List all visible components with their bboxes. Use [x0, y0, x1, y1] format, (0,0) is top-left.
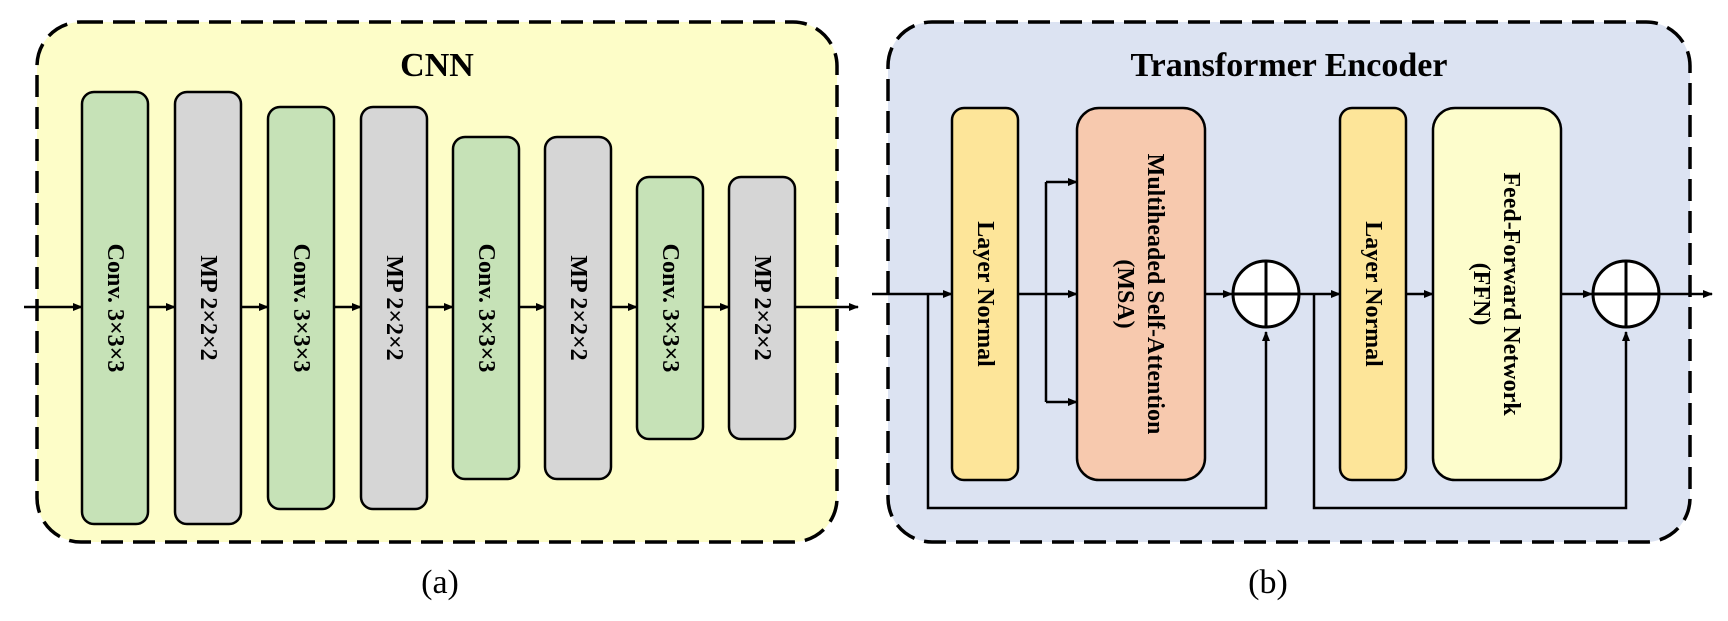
layer-norm-label: Layer Normal	[972, 221, 998, 367]
conv-block-label: Conv. 3×3×3	[102, 244, 128, 373]
msa-block: Multiheaded Self-Attention (MSA)	[1075, 106, 1207, 482]
cnn-title: CNN	[400, 47, 474, 84]
ffn-box	[1431, 106, 1563, 482]
cnn-block-5: Conv. 3×3×3	[451, 135, 521, 481]
mp-block-label: MP 2×2×2	[749, 255, 775, 360]
cnn-block-1: Conv. 3×3×3	[80, 90, 150, 526]
cnn-panel-frame	[35, 20, 839, 544]
mp-block-label: MP 2×2×2	[381, 255, 407, 360]
mp-block-label: MP 2×2×2	[565, 255, 591, 360]
cnn-block-4: MP 2×2×2	[359, 105, 429, 511]
cnn-panel: CNN Conv. 3×3×3 MP 2×2×2 Conv. 3×3×3 MP …	[24, 20, 859, 601]
cnn-block-2: MP 2×2×2	[173, 90, 243, 526]
transformer-caption: (b)	[1248, 564, 1288, 601]
mp-block-label: MP 2×2×2	[195, 255, 221, 360]
layer-norm-block-1: Layer Normal	[950, 106, 1020, 482]
ffn-block: Feed-Forward Network (FFN)	[1431, 106, 1563, 482]
cnn-caption: (a)	[421, 564, 459, 601]
residual-connection-2	[1312, 294, 1630, 510]
residual-connection-1	[926, 294, 1270, 510]
transformer-title: Transformer Encoder	[1131, 47, 1448, 84]
cnn-block-3: Conv. 3×3×3	[266, 105, 336, 511]
msa-label-line2: (MSA)	[1112, 259, 1138, 328]
cnn-block-6: MP 2×2×2	[543, 135, 613, 481]
conv-block-label: Conv. 3×3×3	[657, 244, 683, 373]
layer-norm-label: Layer Normal	[1360, 221, 1386, 367]
cnn-block-7: Conv. 3×3×3	[635, 175, 705, 441]
add-node-2	[1591, 259, 1661, 329]
conv-block-label: Conv. 3×3×3	[473, 244, 499, 373]
conv-block-label: Conv. 3×3×3	[288, 244, 314, 373]
transformer-panel: Transformer Encoder Layer Normal Multihe…	[872, 20, 1713, 601]
msa-box	[1075, 106, 1207, 482]
ffn-label-line1: Feed-Forward Network	[1498, 172, 1524, 416]
layer-norm-block-2: Layer Normal	[1338, 106, 1408, 482]
ffn-label-line2: (FFN)	[1468, 263, 1494, 326]
msa-label-line1: Multiheaded Self-Attention	[1142, 154, 1168, 435]
cnn-block-8: MP 2×2×2	[727, 175, 797, 441]
add-node-1	[1231, 259, 1301, 329]
